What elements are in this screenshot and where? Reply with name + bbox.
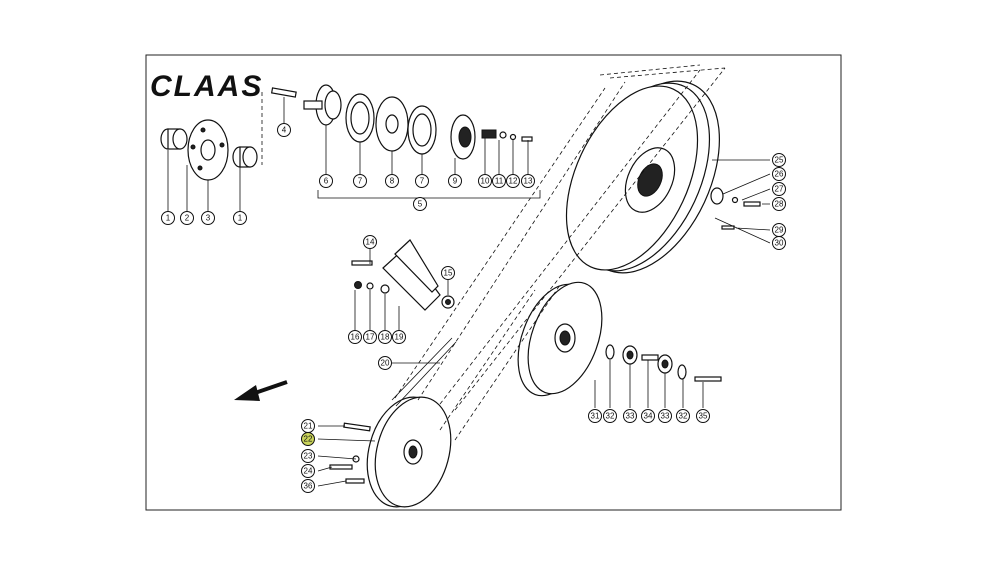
svg-text:8: 8 xyxy=(390,177,395,186)
svg-text:29: 29 xyxy=(775,226,784,235)
svg-text:17: 17 xyxy=(366,333,375,342)
svg-text:10: 10 xyxy=(481,177,490,186)
callout-1b[interactable]: 1 xyxy=(233,211,247,225)
callout-5[interactable]: 5 xyxy=(413,197,427,211)
callout-25[interactable]: 25 xyxy=(772,153,786,167)
svg-text:2: 2 xyxy=(185,214,190,223)
svg-text:28: 28 xyxy=(775,200,784,209)
callout-32a[interactable]: 32 xyxy=(603,409,617,423)
hub-assembly xyxy=(160,87,297,181)
direction-arrow xyxy=(234,380,288,401)
svg-text:15: 15 xyxy=(444,269,453,278)
svg-text:33: 33 xyxy=(661,412,670,421)
callout-13[interactable]: 13 xyxy=(521,174,535,188)
callout-10[interactable]: 10 xyxy=(478,174,492,188)
callout-36[interactable]: 36 xyxy=(301,479,315,493)
svg-text:7: 7 xyxy=(420,177,425,186)
svg-text:30: 30 xyxy=(775,239,784,248)
callout-30[interactable]: 30 xyxy=(772,236,786,250)
callout-15[interactable]: 15 xyxy=(441,266,455,280)
callout-17[interactable]: 17 xyxy=(363,330,377,344)
callout-11[interactable]: 11 xyxy=(492,174,506,188)
svg-text:16: 16 xyxy=(351,333,360,342)
clutch-components xyxy=(303,84,533,160)
svg-text:32: 32 xyxy=(606,412,615,421)
callout-27[interactable]: 27 xyxy=(772,182,786,196)
callout-9[interactable]: 9 xyxy=(448,174,462,188)
callout-23[interactable]: 23 xyxy=(301,449,315,463)
small-pulley xyxy=(366,396,452,508)
callout-4[interactable]: 4 xyxy=(277,123,291,137)
large-pulley xyxy=(565,80,720,274)
callout-7b[interactable]: 7 xyxy=(415,174,429,188)
callout-16[interactable]: 16 xyxy=(348,330,362,344)
callout-34[interactable]: 34 xyxy=(641,409,655,423)
svg-text:27: 27 xyxy=(775,185,784,194)
callout-35[interactable]: 35 xyxy=(696,409,710,423)
upper-right-hardware xyxy=(710,187,761,230)
callout-8[interactable]: 8 xyxy=(385,174,399,188)
svg-text:7: 7 xyxy=(358,177,363,186)
svg-text:23: 23 xyxy=(304,452,313,461)
svg-text:22: 22 xyxy=(304,435,313,444)
svg-text:20: 20 xyxy=(381,359,390,368)
callout-33a[interactable]: 33 xyxy=(623,409,637,423)
callouts: 1 2 3 1 4 5 6 7 8 7 9 10 11 12 13 14 15 … xyxy=(161,123,786,493)
callout-3[interactable]: 3 xyxy=(201,211,215,225)
callout-21[interactable]: 21 xyxy=(301,419,315,433)
callout-32b[interactable]: 32 xyxy=(676,409,690,423)
callout-2[interactable]: 2 xyxy=(180,211,194,225)
callout-28[interactable]: 28 xyxy=(772,197,786,211)
callout-14[interactable]: 14 xyxy=(363,235,377,249)
svg-text:1: 1 xyxy=(166,214,171,223)
lower-left-hardware xyxy=(329,422,371,484)
svg-text:25: 25 xyxy=(775,156,784,165)
claas-logo: CLAAS xyxy=(150,70,263,103)
svg-text:13: 13 xyxy=(524,177,533,186)
svg-text:24: 24 xyxy=(304,467,313,476)
callout-1a[interactable]: 1 xyxy=(161,211,175,225)
svg-text:9: 9 xyxy=(453,177,458,186)
middle-pulley xyxy=(517,281,603,397)
svg-text:34: 34 xyxy=(644,412,653,421)
middle-right-hardware xyxy=(605,344,722,382)
callout-6[interactable]: 6 xyxy=(319,174,333,188)
svg-text:18: 18 xyxy=(381,333,390,342)
svg-text:14: 14 xyxy=(366,238,375,247)
svg-text:12: 12 xyxy=(509,177,518,186)
callout-31[interactable]: 31 xyxy=(588,409,602,423)
svg-text:32: 32 xyxy=(679,412,688,421)
leader-lines xyxy=(167,97,771,487)
callout-18[interactable]: 18 xyxy=(378,330,392,344)
svg-text:1: 1 xyxy=(238,214,243,223)
drive-belts xyxy=(391,64,726,441)
svg-text:5: 5 xyxy=(418,200,423,209)
callout-29[interactable]: 29 xyxy=(772,223,786,237)
svg-text:11: 11 xyxy=(495,177,504,186)
svg-text:21: 21 xyxy=(304,422,313,431)
diagram-border xyxy=(145,54,842,511)
callout-19[interactable]: 19 xyxy=(392,330,406,344)
svg-text:26: 26 xyxy=(775,170,784,179)
callout-7a[interactable]: 7 xyxy=(353,174,367,188)
svg-text:6: 6 xyxy=(324,177,329,186)
svg-text:19: 19 xyxy=(395,333,404,342)
svg-text:31: 31 xyxy=(591,412,600,421)
tensioner-bracket xyxy=(351,239,455,311)
svg-text:35: 35 xyxy=(699,412,708,421)
svg-text:3: 3 xyxy=(206,214,211,223)
svg-text:4: 4 xyxy=(282,126,287,135)
callout-12[interactable]: 12 xyxy=(506,174,520,188)
callout-26[interactable]: 26 xyxy=(772,167,786,181)
svg-text:36: 36 xyxy=(304,482,313,491)
callout-22-highlighted[interactable]: 22 xyxy=(301,432,315,446)
callout-20[interactable]: 20 xyxy=(378,356,392,370)
callout-33b[interactable]: 33 xyxy=(658,409,672,423)
svg-text:33: 33 xyxy=(626,412,635,421)
callout-24[interactable]: 24 xyxy=(301,464,315,478)
